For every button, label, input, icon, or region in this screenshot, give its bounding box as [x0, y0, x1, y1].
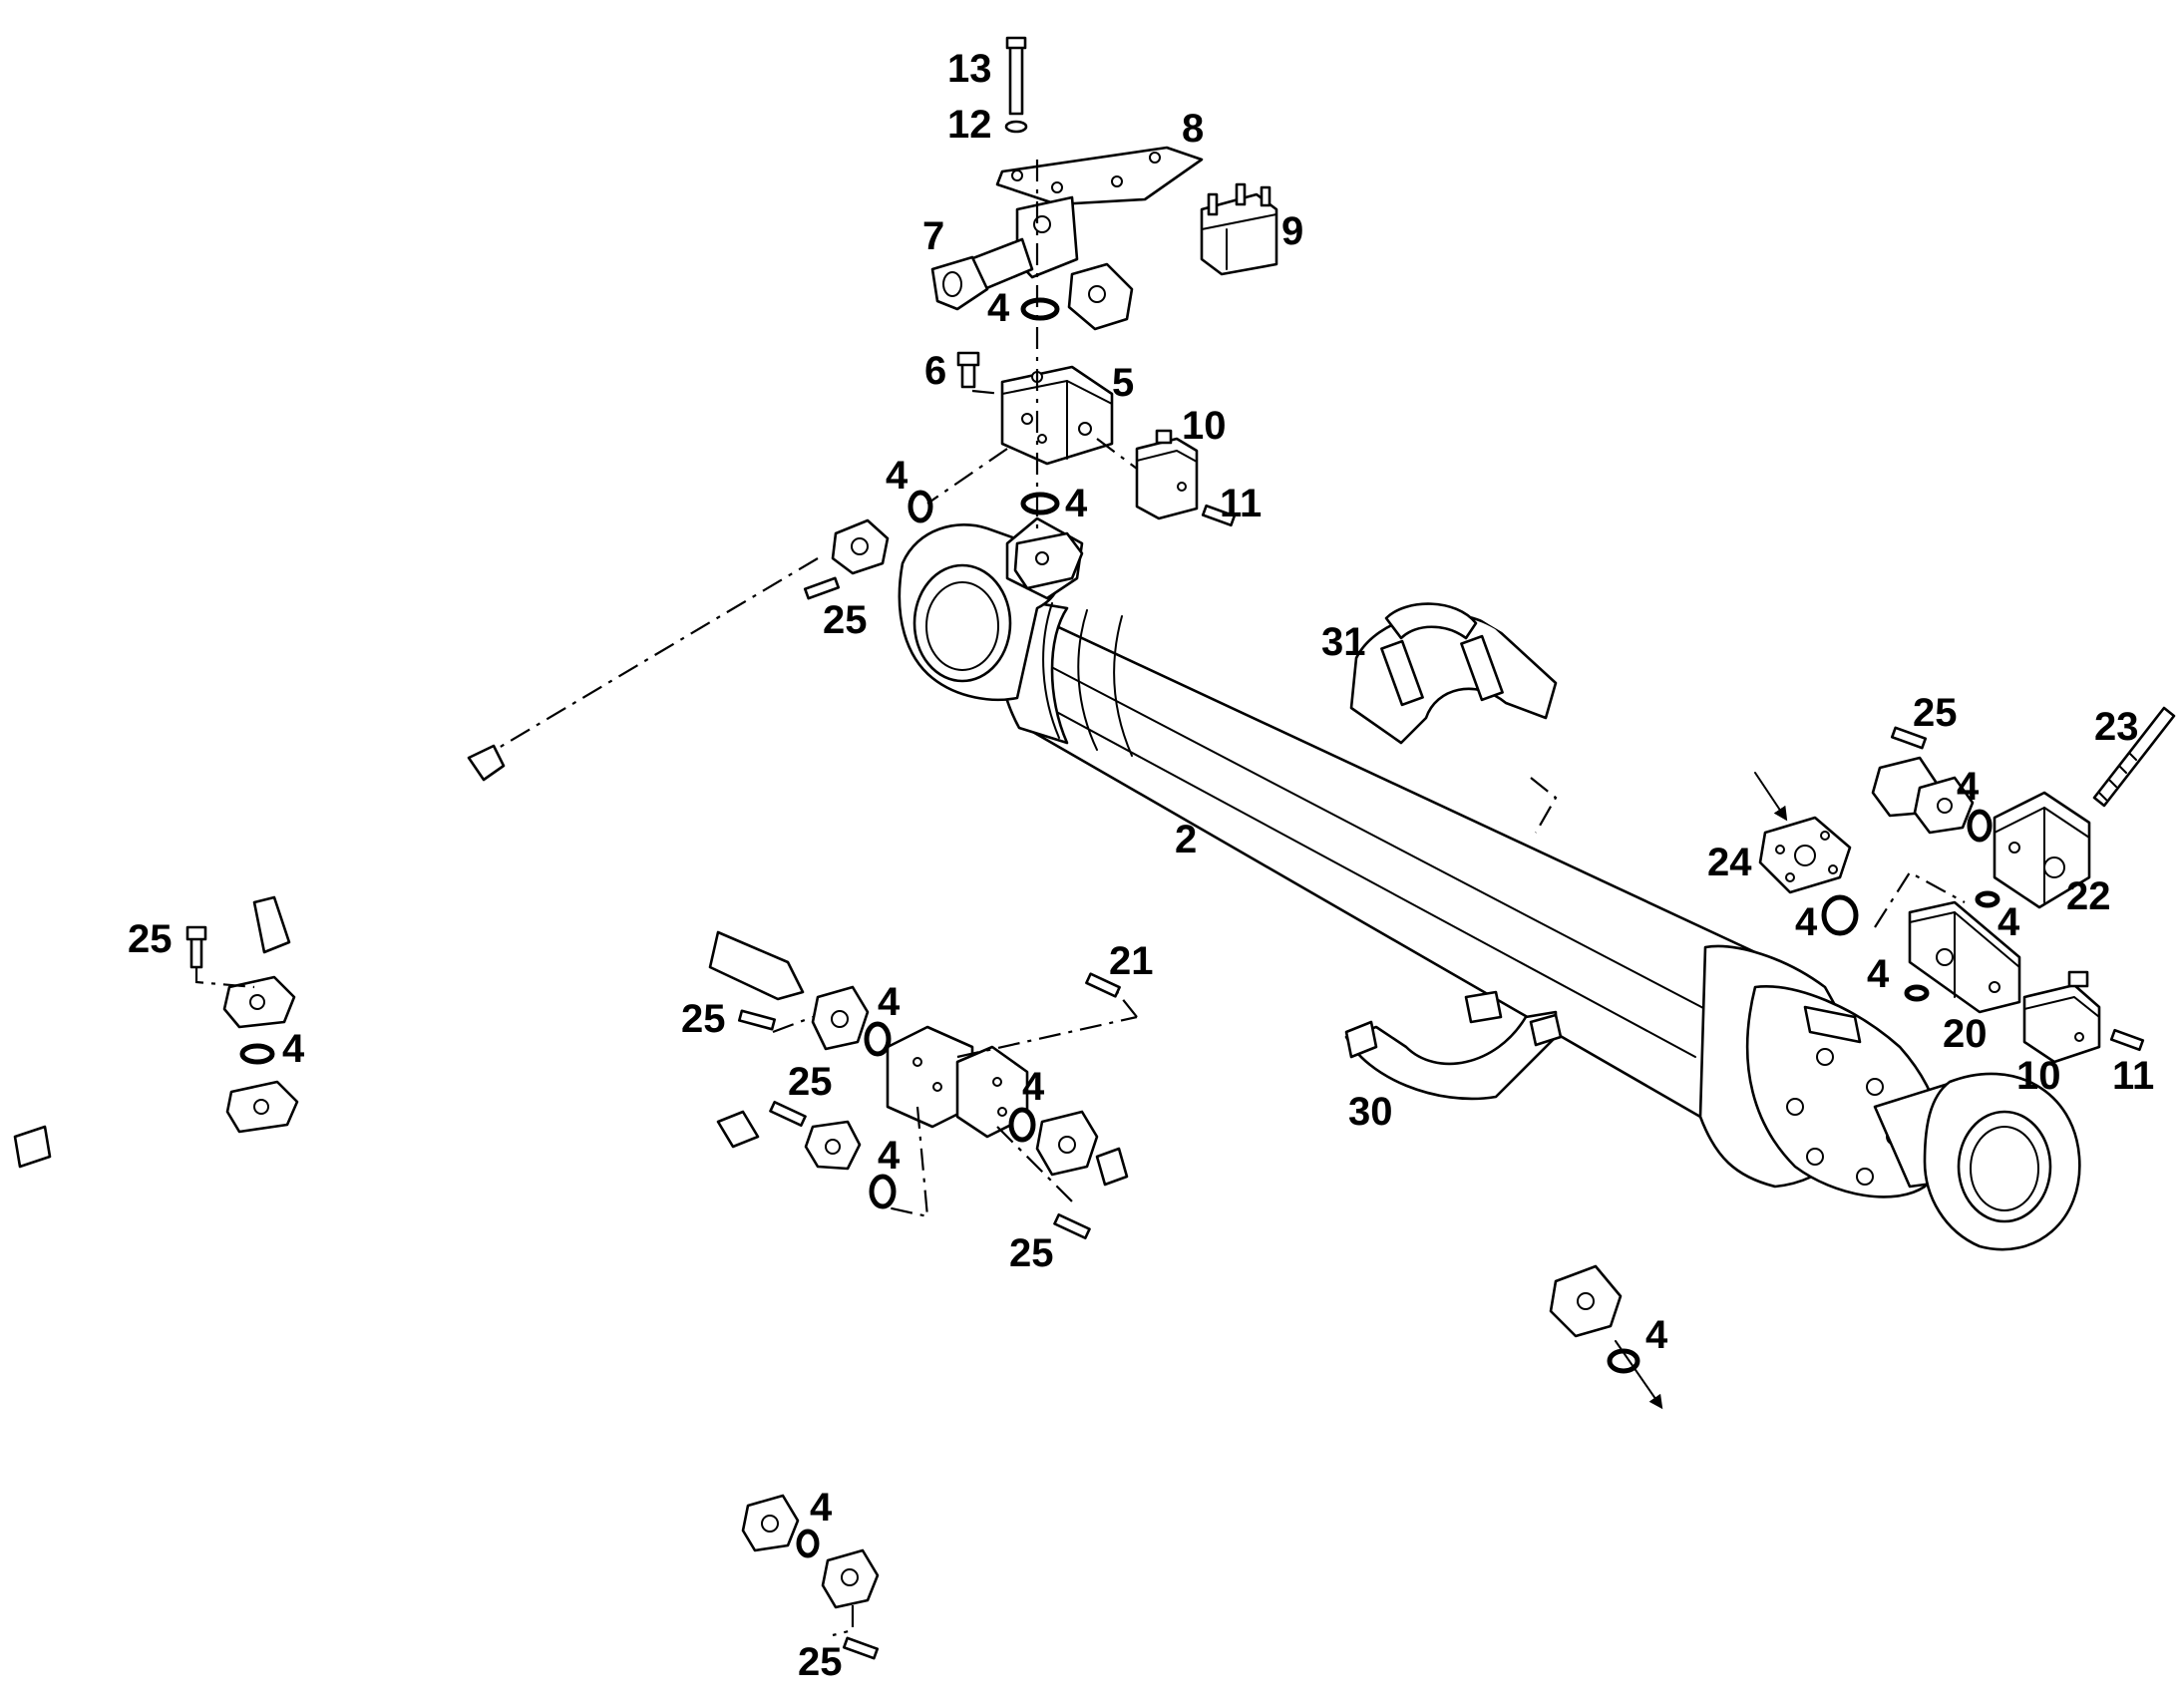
callout-6: 6: [924, 349, 946, 393]
bolt-6: [956, 351, 980, 389]
tube-clamp-upper: [1349, 602, 1558, 745]
flange-center-lower: [804, 1120, 862, 1171]
callout-4-arrow: 4: [1645, 1313, 1668, 1357]
callout-21: 21: [1109, 939, 1154, 983]
callout-25-mid: 25: [681, 997, 726, 1041]
callout-24: 24: [1707, 841, 1752, 884]
cylinder-port-block: [1013, 531, 1084, 590]
o-ring-4-right-ring: [1821, 894, 1859, 936]
valve-10-right: [2022, 970, 2101, 1064]
callout-4-bottom: 4: [810, 1486, 833, 1530]
bolt-25-left: [185, 925, 207, 969]
callout-4-block-bottom: 4: [1065, 482, 1088, 525]
flange-left-upper: [222, 975, 296, 1029]
hydraulic-cylinder: [898, 516, 2081, 1251]
callout-10-right: 10: [2016, 1054, 2061, 1098]
callout-10-top: 10: [1182, 404, 1227, 448]
o-ring-4-bottom: [796, 1529, 820, 1558]
callout-11-right: 11: [2112, 1054, 2154, 1098]
callout-12: 12: [947, 103, 992, 147]
callout-13: 13: [947, 47, 992, 91]
callout-25-bottom: 25: [798, 1640, 843, 1684]
flange-center-left: [811, 985, 870, 1051]
washer-12: [1004, 120, 1028, 134]
hose-left-down: [251, 1134, 781, 1598]
hose-center-down: [716, 1110, 952, 1632]
callout-25-left: 25: [128, 917, 173, 961]
pipe-elbow-7: [930, 195, 1079, 311]
bolt-25-bottom: [842, 1636, 880, 1660]
callout-4-block-top: 4: [987, 286, 1010, 330]
o-ring-4-right-small: [1904, 984, 1930, 1002]
callout-25-mid-upper: 25: [788, 1060, 833, 1104]
flange-right-lower: [1549, 1264, 1623, 1338]
clamp-9: [1200, 182, 1278, 276]
valve-block-5: [1000, 365, 1114, 466]
callout-9: 9: [1281, 209, 1303, 253]
flange-top-left: [831, 518, 890, 575]
callout-31: 31: [1321, 620, 1366, 664]
callout-11-top: 11: [1220, 482, 1262, 525]
callout-22: 22: [2066, 874, 2111, 918]
callout-2: 2: [1175, 818, 1197, 861]
o-ring-4-left-block: [908, 490, 933, 523]
callout-4-right-small: 4: [1867, 952, 1890, 996]
callout-4-right-block: 4: [1998, 900, 2020, 944]
o-ring-4-mid-left: [869, 1174, 897, 1209]
bolt-25-right: [1890, 726, 1928, 750]
flange-left-lower: [225, 1080, 299, 1134]
hose-right-lower: [1095, 1147, 1608, 1318]
callout-25-right: 25: [1913, 691, 1958, 735]
callout-8: 8: [1182, 107, 1204, 151]
o-ring-4-mid-top: [864, 1021, 892, 1057]
callout-20: 20: [1943, 1012, 1988, 1056]
flange-right: [1913, 776, 1975, 835]
flange-bottom-right: [821, 1548, 880, 1609]
screw-11-top: [1201, 504, 1237, 527]
hose-upper-long: [1067, 262, 1942, 818]
bolt-13: [1005, 36, 1027, 116]
flange-center-right: [1035, 1110, 1099, 1177]
callout-4-right-flange: 4: [1957, 765, 1980, 809]
valve-block-20: [1908, 900, 2021, 1014]
mounting-plate-8: [995, 146, 1204, 206]
flange-bottom-left: [741, 1494, 800, 1552]
callout-25-mid-lower: 25: [1009, 1231, 1054, 1275]
callout-4-left-block: 4: [886, 454, 908, 498]
callout-4-right-ring: 4: [1795, 900, 1818, 944]
callout-4-left: 4: [282, 1027, 305, 1071]
callout-4-mid-right: 4: [1022, 1065, 1045, 1109]
o-ring-4-block-bottom: [1020, 492, 1060, 515]
valve-block-22: [1993, 791, 2091, 909]
callout-23: 23: [2094, 705, 2139, 749]
o-ring-4-block-top: [1020, 297, 1060, 321]
callout-labels: 13 12 8 7 9 4 6 5 10 4 4 11 25 31 2 25 2…: [128, 47, 2154, 1684]
bolt-25-top: [803, 576, 841, 600]
hose-left-long: [455, 744, 805, 1001]
bolt-25-mid-lower: [1053, 1212, 1091, 1240]
valve-10-top: [1135, 429, 1199, 520]
o-ring-4-right-block: [1975, 890, 2000, 908]
callout-4-mid-left: 4: [878, 1134, 901, 1178]
manifold-center: [886, 1025, 1029, 1139]
o-ring-4-left: [239, 1043, 275, 1065]
o-ring-4-mid-right: [1008, 1107, 1036, 1143]
screw-11-right: [2109, 1028, 2145, 1052]
cover-plate-24: [1758, 816, 1852, 894]
bolt-25-mid-upper: [769, 1100, 807, 1128]
o-ring-4-right-flange: [1967, 809, 1993, 843]
callout-4-mid-top: 4: [878, 980, 901, 1024]
callout-7: 7: [922, 214, 944, 258]
bolt-23: [2092, 706, 2176, 808]
callout-30: 30: [1348, 1090, 1393, 1134]
callout-5: 5: [1112, 361, 1134, 405]
bolt-25-mid: [737, 1009, 777, 1031]
tube-clamp-lower: [1344, 990, 1563, 1101]
callout-25-top: 25: [823, 598, 868, 642]
hose-left-loop: [13, 895, 515, 1235]
